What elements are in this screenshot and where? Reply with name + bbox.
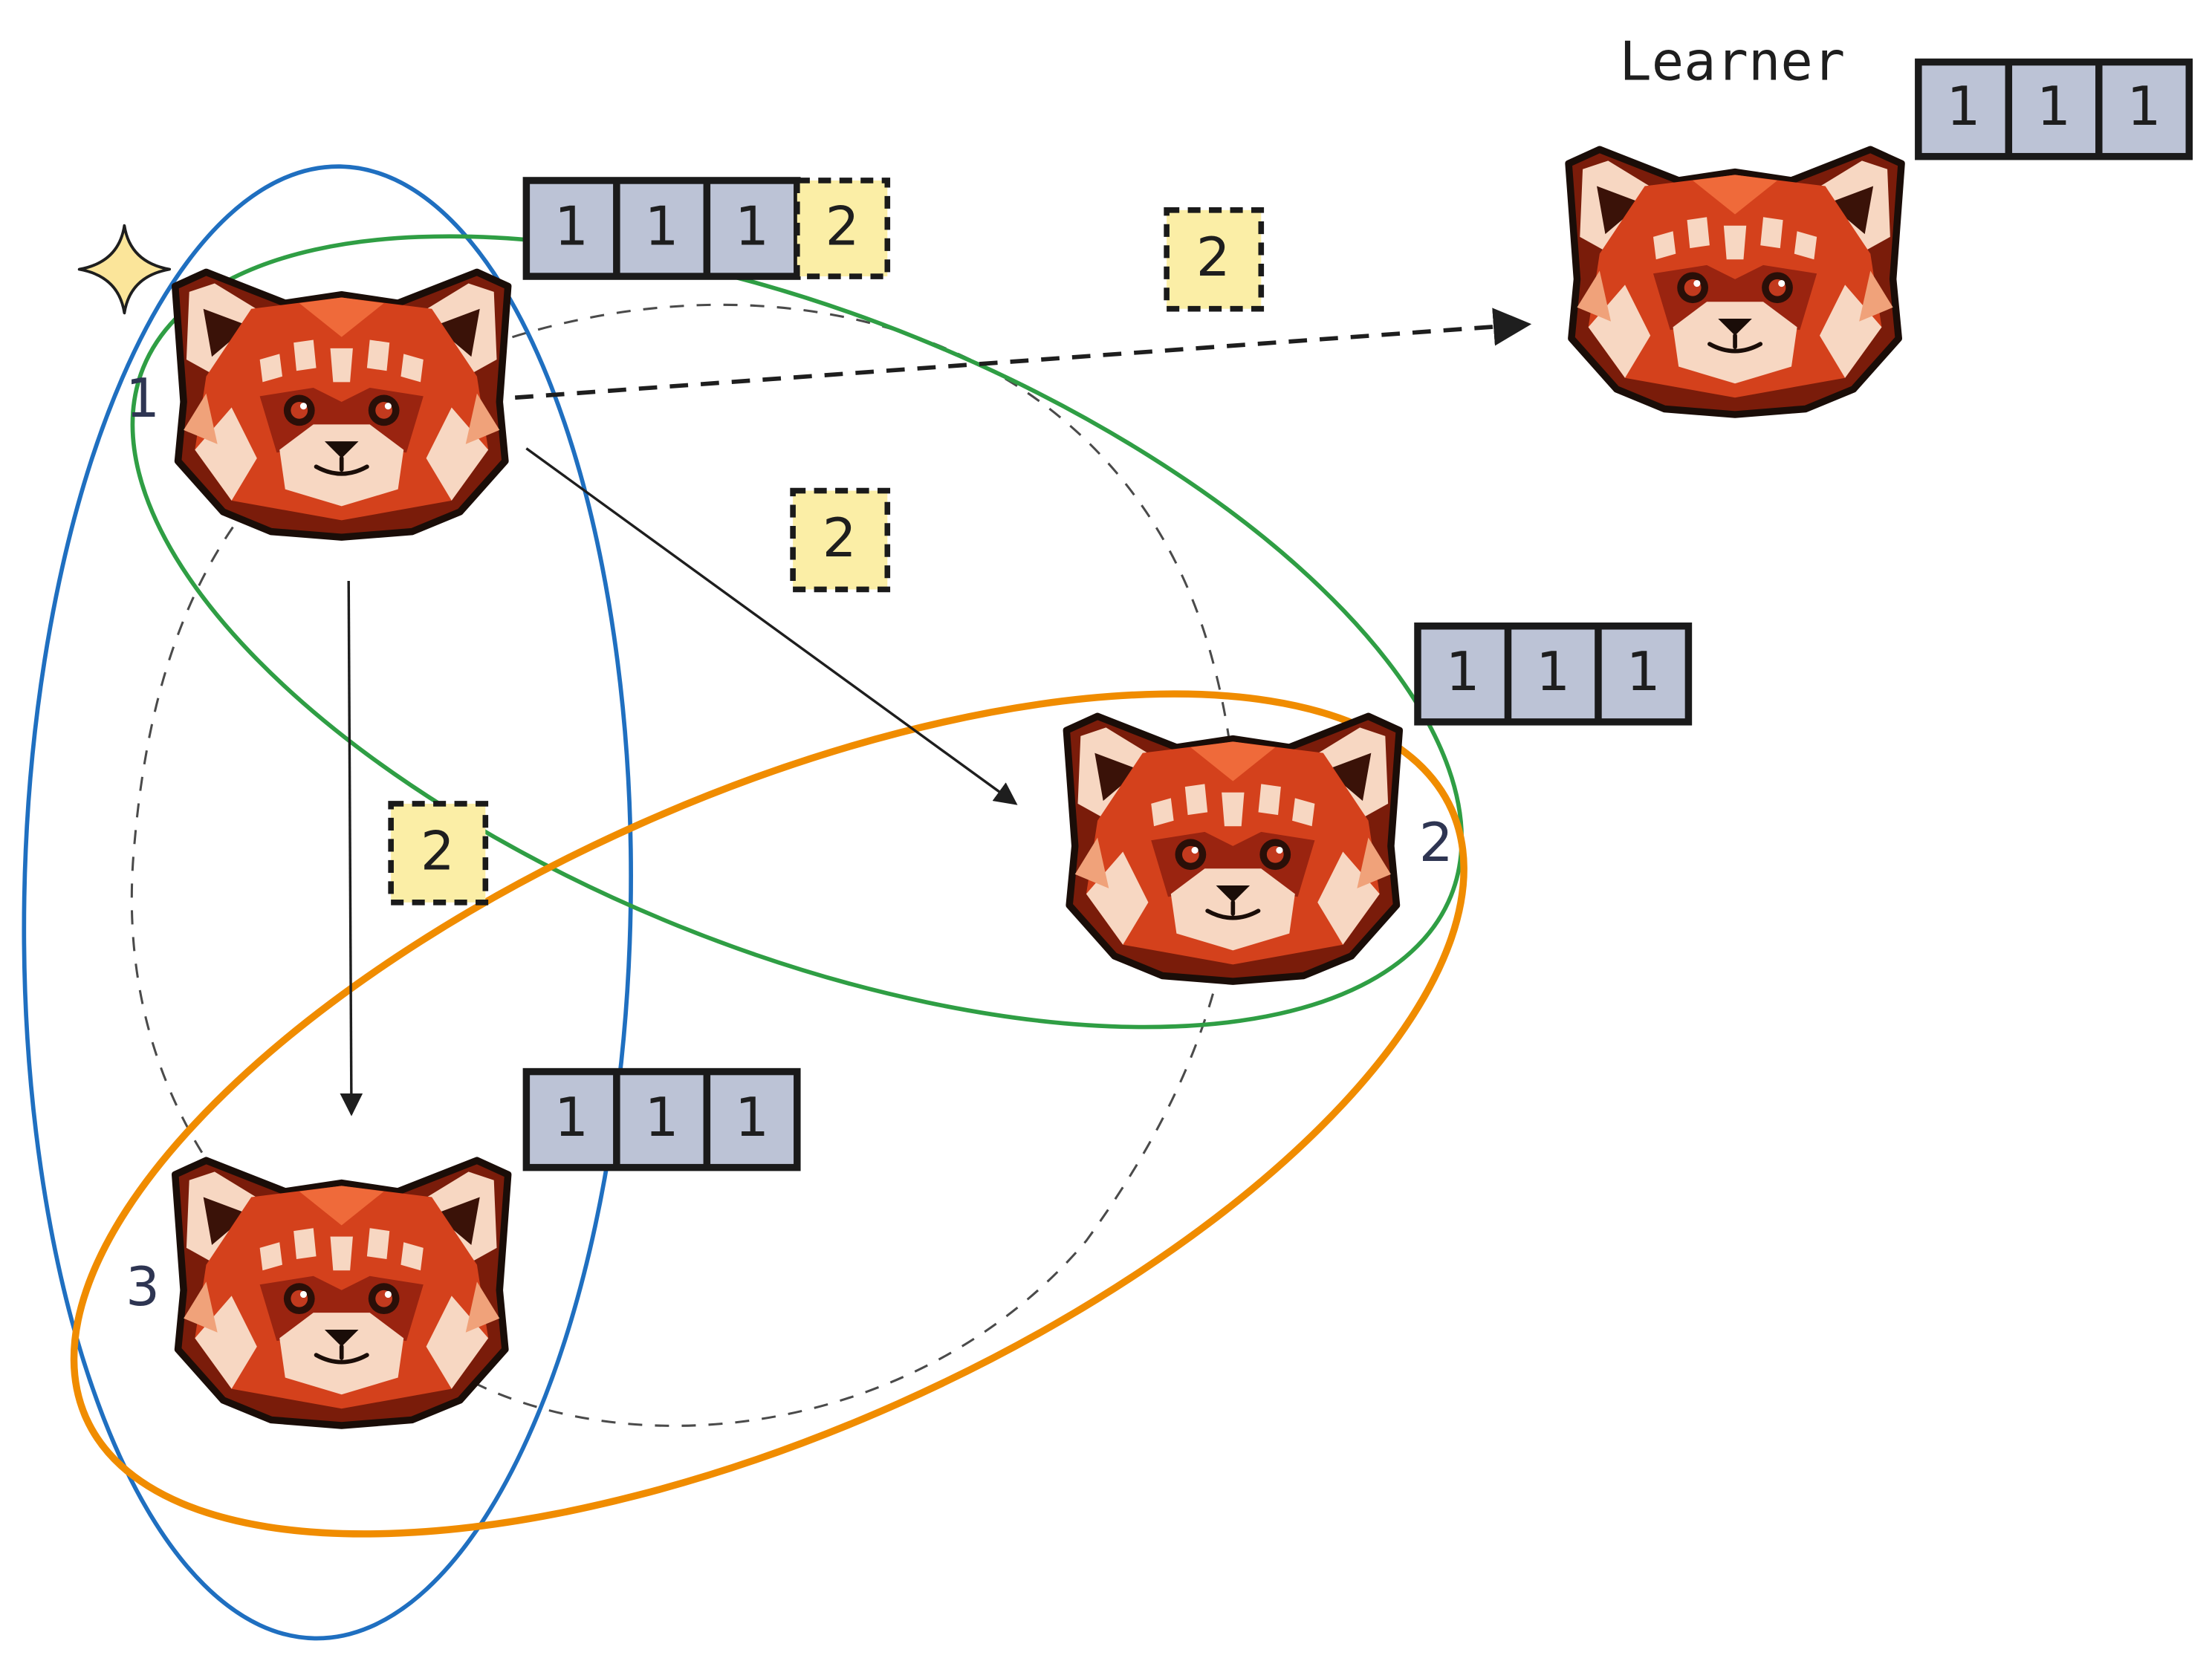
pending-entry-box xyxy=(794,178,891,279)
log-cell: 1 xyxy=(1626,641,1661,703)
node-label-1: 1 xyxy=(126,368,160,430)
arrow-node1-to-node2 xyxy=(525,447,1018,805)
message-to-learner: 2 xyxy=(1164,207,1265,312)
green-quorum-ring xyxy=(130,234,1465,1030)
log-cell: 1 xyxy=(2127,76,2161,138)
svg-text:2: 2 xyxy=(421,820,455,882)
cluster-dashed-circle xyxy=(130,303,1237,1427)
node2-log: 1 1 1 xyxy=(1414,623,1693,726)
pending-entry: 2 xyxy=(826,195,860,258)
log-cell: 1 xyxy=(735,1087,769,1149)
learner-log: 1 1 1 xyxy=(1915,58,2193,160)
red-panda-icon xyxy=(175,1160,508,1426)
red-panda-icon xyxy=(1569,149,1901,415)
log-cell: 1 xyxy=(1446,641,1480,703)
arrow-node1-to-learner xyxy=(514,308,1532,400)
node1-log: 1 1 1 2 xyxy=(522,177,891,280)
svg-text:2: 2 xyxy=(1196,227,1230,289)
red-panda-icon xyxy=(175,272,508,537)
node-label-2: 2 xyxy=(1419,812,1453,874)
message-to-node3: 2 xyxy=(388,801,489,906)
log-cell: 1 xyxy=(645,1087,679,1149)
learner-label: Learner xyxy=(1619,30,1845,93)
log-cell: 1 xyxy=(735,195,769,258)
log-cell: 1 xyxy=(645,195,679,258)
log-cell: 1 xyxy=(554,1087,588,1149)
node3-log: 1 1 1 xyxy=(522,1067,801,1171)
red-panda-icon xyxy=(1066,716,1399,981)
log-cell: 1 xyxy=(2037,76,2071,138)
svg-text:2: 2 xyxy=(823,507,857,570)
arrow-node1-to-node3 xyxy=(340,581,363,1116)
message-to-node2: 2 xyxy=(790,487,891,593)
log-cell: 1 xyxy=(1536,641,1570,703)
log-cell: 1 xyxy=(554,195,588,258)
orange-quorum-ring xyxy=(70,690,1467,1538)
node-label-3: 3 xyxy=(126,1256,160,1319)
log-cell: 1 xyxy=(1947,76,1981,138)
leader-star-icon xyxy=(77,224,172,315)
